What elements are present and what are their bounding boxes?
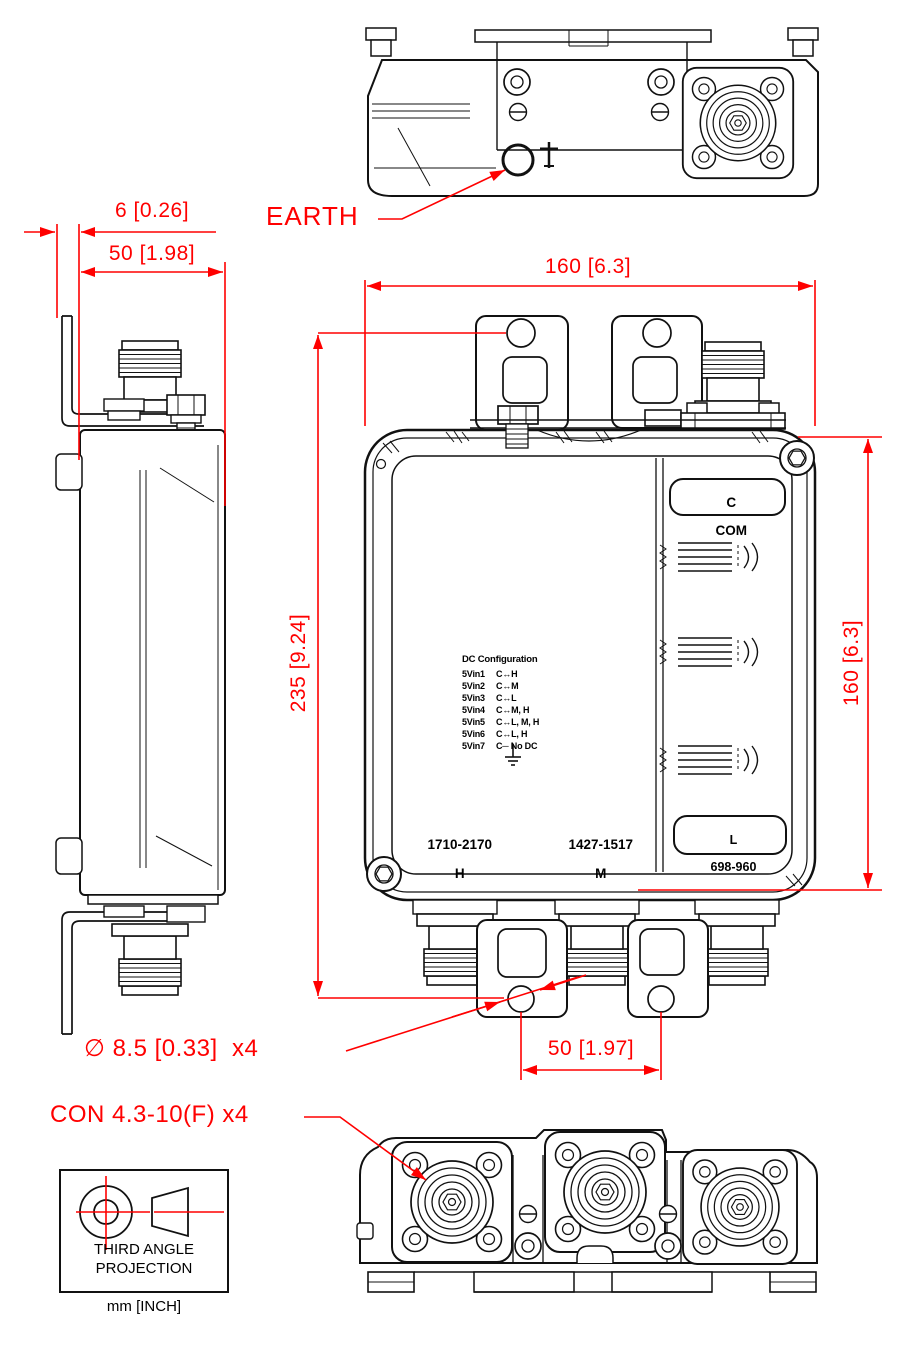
dc-config-row: 5Vin1 C↔H bbox=[462, 668, 539, 680]
dc-value: C↔M, H bbox=[496, 705, 530, 715]
mounting-tab bbox=[627, 919, 709, 1018]
dc-pin: 5Vin4 bbox=[462, 705, 485, 715]
low-port-label: L 698-960 bbox=[674, 820, 786, 874]
dim-side-width: 50 [1.98] bbox=[108, 242, 196, 265]
com-port-line2: COM bbox=[715, 523, 748, 538]
corner-screw bbox=[779, 440, 815, 476]
mounting-hole bbox=[642, 318, 672, 348]
dc-value: C↔L, M, H bbox=[496, 717, 540, 727]
dc-value: C─ No DC bbox=[496, 741, 538, 751]
dc-pin: 5Vin5 bbox=[462, 717, 485, 727]
side-view bbox=[55, 315, 226, 1035]
bottom-view bbox=[356, 1129, 818, 1293]
units-label: mm [INCH] bbox=[106, 1298, 182, 1315]
dc-pin: 5Vin7 bbox=[462, 741, 485, 751]
earth-label: EARTH bbox=[266, 201, 359, 231]
dc-pin: 5Vin2 bbox=[462, 681, 485, 691]
mid-port-connector bbox=[558, 913, 636, 986]
dc-pin: 5Vin6 bbox=[462, 729, 485, 739]
earth-stud bbox=[501, 143, 535, 177]
mid-band-label: 1427-1517 M bbox=[547, 823, 647, 881]
front-view bbox=[363, 315, 817, 1018]
dc-value: C↔H bbox=[496, 669, 518, 679]
projection-title: THIRD ANGLE PROJECTION bbox=[62, 1240, 226, 1278]
com-port-line1: C bbox=[726, 495, 737, 510]
bottom-connector-flange bbox=[544, 1131, 666, 1253]
dc-config-row: 5Vin7 C─ No DC bbox=[462, 740, 539, 752]
dc-pin: 5Vin1 bbox=[462, 669, 485, 679]
bottom-connector-flange bbox=[682, 1149, 798, 1265]
com-port-label: C COM bbox=[670, 482, 785, 538]
low-port-line2: 698-960 bbox=[710, 859, 757, 874]
dim-port-spacing: 50 [1.97] bbox=[547, 1037, 635, 1060]
dc-config-row: 5Vin2 C↔M bbox=[462, 680, 539, 692]
dc-ground-symbol-icon bbox=[505, 744, 521, 766]
top-view-connector-flange bbox=[681, 66, 795, 180]
high-band-range: 1710-2170 bbox=[427, 836, 493, 852]
low-port-connector bbox=[698, 913, 776, 986]
dc-config-row: 5Vin6 C↔L, H bbox=[462, 728, 539, 740]
mid-band-range: 1427-1517 bbox=[568, 836, 634, 852]
connector-type-label: CON 4.3-10(F) x4 bbox=[50, 1101, 249, 1128]
low-port-line1: L bbox=[729, 832, 738, 847]
dim-overall-height: 235 [9.24] bbox=[286, 613, 310, 713]
dc-config-row: 5Vin4 C↔M, H bbox=[462, 704, 539, 716]
dc-value: C↔L, H bbox=[496, 729, 528, 739]
dimension-lines bbox=[24, 169, 882, 1250]
dc-configuration-table: DC Configuration 5Vin1 C↔H 5Vin2 C↔M 5Vin3… bbox=[462, 654, 539, 752]
high-band-label: 1710-2170 H bbox=[406, 823, 506, 881]
com-port-label-box bbox=[669, 478, 786, 516]
bottom-connector-flange bbox=[391, 1141, 513, 1263]
dc-config-row: 5Vin5 C↔L, M, H bbox=[462, 716, 539, 728]
top-view bbox=[365, 27, 819, 197]
dim-bracket-offset: 6 [0.26] bbox=[114, 199, 190, 222]
projection-line1: THIRD ANGLE bbox=[93, 1241, 195, 1258]
dc-config-row: 5Vin3 C↔L bbox=[462, 692, 539, 704]
projection-line2: PROJECTION bbox=[95, 1260, 193, 1277]
low-port-label-box bbox=[673, 815, 787, 855]
high-band-letter: H bbox=[454, 865, 465, 881]
dc-value: C↔L bbox=[496, 693, 517, 703]
corner-screw bbox=[366, 856, 402, 892]
mid-band-letter: M bbox=[595, 865, 607, 881]
dc-config-title: DC Configuration bbox=[462, 654, 538, 665]
dim-overall-width: 160 [6.3] bbox=[544, 255, 632, 278]
mounting-hole-label: ∅ 8.5 [0.33] x4 bbox=[84, 1035, 259, 1062]
mounting-tab bbox=[476, 919, 568, 1018]
ground-symbol-icon bbox=[540, 142, 558, 168]
mounting-hole bbox=[506, 318, 536, 348]
dc-pin: 5Vin3 bbox=[462, 693, 485, 703]
projection-cone-icon bbox=[151, 1186, 189, 1238]
dim-body-height: 160 [6.3] bbox=[839, 619, 863, 707]
dc-value: C↔M bbox=[496, 681, 519, 691]
